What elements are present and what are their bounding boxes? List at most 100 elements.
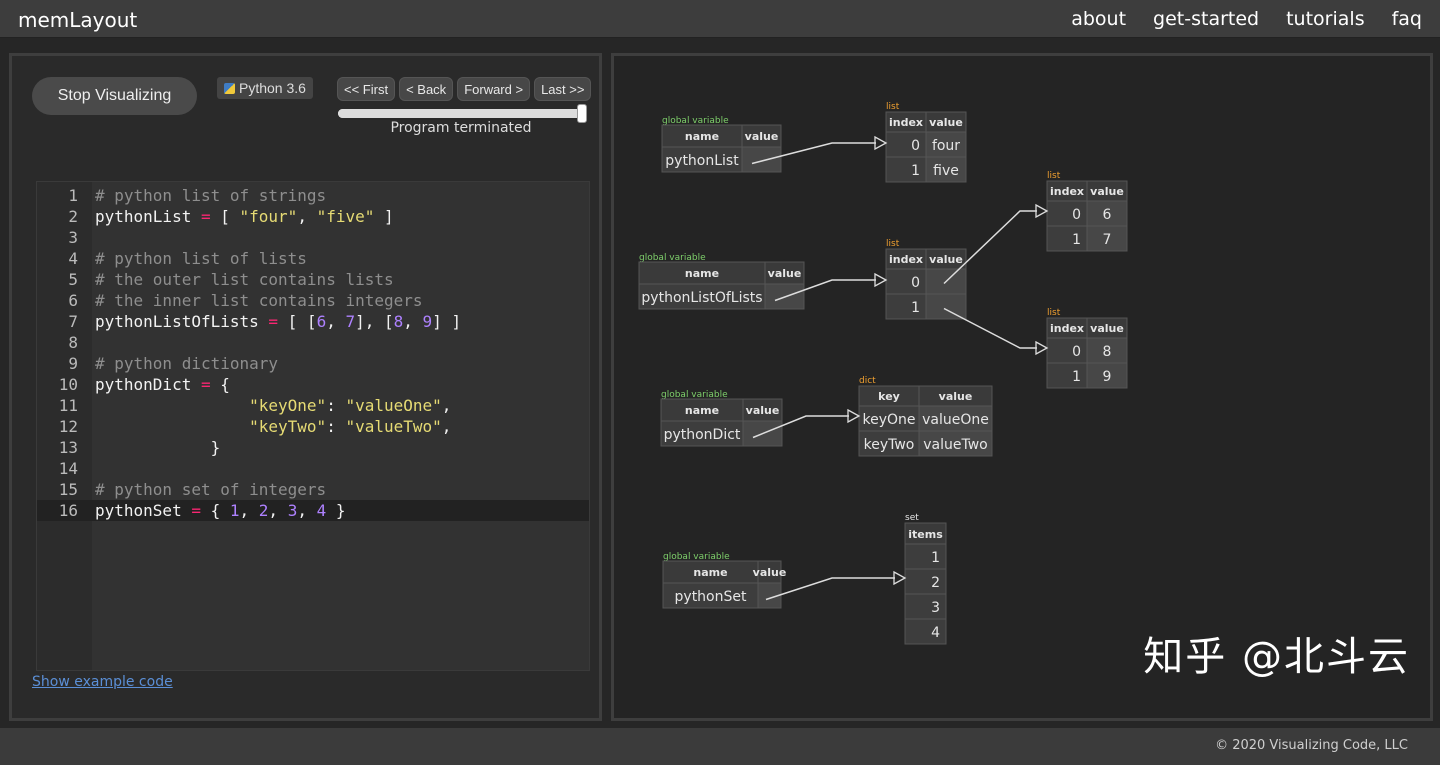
set-item-cell	[904, 543, 947, 570]
inner-list-b-value-0: 8	[1103, 344, 1112, 360]
line-number: 9	[68, 354, 78, 373]
index-0: 0	[1072, 344, 1081, 360]
pointer-arrowhead	[1035, 340, 1049, 356]
variable-name-cell	[661, 146, 743, 173]
visualization-panel: global variable name value pythonList list in…	[611, 53, 1433, 721]
value-header: value	[1090, 322, 1124, 335]
top-nav: about get-started tutorials faq	[1071, 8, 1422, 30]
line-number-gutter	[37, 182, 92, 670]
code-line[interactable]: 9# python dictionary	[37, 353, 589, 374]
index-header: index	[1050, 185, 1084, 198]
code-line-text: # python set of integers	[95, 480, 327, 499]
line-number: 1	[68, 186, 78, 205]
code-line[interactable]: 8	[37, 332, 589, 353]
value-cell	[1086, 362, 1128, 389]
step-slider[interactable]	[338, 104, 587, 123]
line-number: 12	[58, 417, 78, 436]
nav-about[interactable]: about	[1071, 8, 1127, 30]
dict-value-cell	[918, 405, 993, 432]
index-cell	[1046, 200, 1088, 227]
name-header: name	[693, 566, 727, 579]
forward-step-button[interactable]: Forward >	[457, 77, 531, 101]
pointer-arrowhead	[1035, 203, 1049, 219]
inner-list-a-value-1: 7	[1103, 232, 1112, 248]
code-line[interactable]: 5# the outer list contains lists	[37, 269, 589, 290]
set-item-1: 2	[931, 575, 940, 591]
index-1: 1	[1072, 369, 1081, 385]
code-line[interactable]: 15# python set of integers	[37, 479, 589, 500]
nav-faq[interactable]: faq	[1391, 8, 1422, 30]
line-number: 14	[58, 459, 78, 478]
code-line-text: pythonDict = {	[95, 375, 230, 394]
pythonList-type-label: list	[886, 102, 900, 112]
dict-key-cell	[858, 405, 920, 432]
set-item-3: 4	[931, 625, 940, 641]
code-line-text: # python list of lists	[95, 249, 307, 268]
code-line[interactable]: 13 }	[37, 437, 589, 458]
nav-get-started[interactable]: get-started	[1153, 8, 1260, 30]
nav-tutorials[interactable]: tutorials	[1286, 8, 1365, 30]
line-number: 10	[58, 375, 78, 394]
index-header: index	[889, 116, 923, 129]
stop-visualizing-button[interactable]: Stop Visualizing	[32, 77, 197, 115]
index-1: 1	[911, 300, 920, 316]
dict-value-1: valueTwo	[923, 437, 988, 453]
inner-list-a-value-0: 6	[1103, 207, 1112, 223]
dict-value-cell	[918, 430, 993, 457]
name-header: name	[685, 404, 719, 417]
name-header: name	[685, 130, 719, 143]
code-line[interactable]: 14	[37, 458, 589, 479]
code-line-text: # python list of strings	[95, 186, 327, 205]
value-cell	[925, 293, 967, 320]
code-line-text: pythonListOfLists = [ [6, 7], [8, 9] ]	[95, 312, 462, 331]
line-number: 11	[58, 396, 78, 415]
code-line[interactable]: 10 pythonDict = {	[37, 374, 589, 395]
brand-logo[interactable]: memLayout	[18, 8, 138, 32]
code-line[interactable]: 11 "keyOne": "valueOne",	[37, 395, 589, 416]
variable-value-cell	[741, 146, 782, 173]
variable-name-0: pythonList	[665, 153, 739, 169]
code-line[interactable]: 4# python list of lists	[37, 248, 589, 269]
step-slider-handle[interactable]	[577, 104, 587, 123]
set-type-label: set	[905, 513, 919, 523]
code-line[interactable]: 12 "keyTwo": "valueTwo",	[37, 416, 589, 437]
index-1: 1	[911, 163, 920, 179]
inner-list-a-type-label: list	[1047, 171, 1061, 181]
value-cell	[1086, 200, 1128, 227]
pointer-arrow	[774, 279, 876, 302]
value-cell	[925, 156, 967, 183]
inner-list-b-value-1: 9	[1103, 369, 1112, 385]
code-line[interactable]: 6# the inner list contains integers	[37, 290, 589, 311]
value-header: value	[746, 404, 780, 417]
index-cell	[1046, 337, 1088, 364]
memory-diagram: global variable name value pythonList list in…	[638, 102, 1128, 645]
pointer-arrowhead	[874, 135, 888, 151]
global-variable-label: global variable	[639, 253, 706, 263]
code-line[interactable]: 3	[37, 227, 589, 248]
show-example-code-link[interactable]: Show example code	[32, 674, 173, 690]
first-step-button[interactable]: << First	[337, 77, 396, 101]
value-header: value	[745, 130, 779, 143]
line-number: 13	[58, 438, 78, 457]
code-line-text: pythonList = [ "four", "five" ]	[95, 207, 394, 226]
code-line[interactable]: 1 # python list of strings	[37, 185, 589, 206]
footer: © 2020 Visualizing Code, LLC	[0, 728, 1440, 765]
set-item-cell	[904, 618, 947, 645]
last-step-button[interactable]: Last >>	[534, 77, 592, 101]
pointer-arrowhead	[874, 272, 888, 288]
dict-key-1: keyTwo	[864, 437, 915, 453]
variable-name-3: pythonSet	[675, 589, 747, 605]
watermark: 知乎 @北斗云	[1143, 634, 1410, 680]
back-step-button[interactable]: < Back	[399, 77, 454, 101]
global-variable-label: global variable	[661, 390, 728, 400]
global-variable-label: global variable	[663, 552, 730, 562]
dict-type-label: dict	[859, 376, 876, 386]
line-number: 3	[68, 228, 78, 247]
value-cell	[1086, 337, 1128, 364]
variable-name-cell	[638, 283, 766, 310]
pointer-arrow	[943, 307, 1037, 349]
